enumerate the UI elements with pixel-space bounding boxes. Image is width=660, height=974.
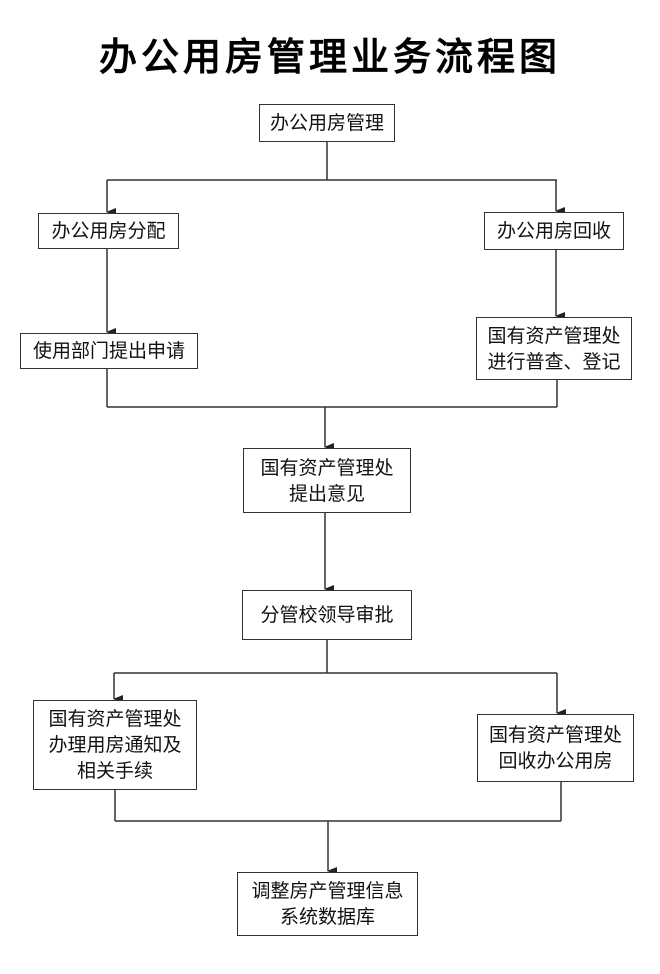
node-asset-notice: 国有资产管理处 办理用房通知及 相关手续 [33,700,197,790]
node-leader-approval: 分管校领导审批 [242,590,412,640]
diagram-title: 办公用房管理业务流程图 [98,34,561,79]
node-asset-survey: 国有资产管理处 进行普查、登记 [476,317,632,380]
node-asset-recover: 国有资产管理处 回收办公用房 [477,714,634,782]
node-root: 办公用房管理 [259,104,395,142]
node-recovery: 办公用房回收 [484,212,624,250]
node-dept-apply: 使用部门提出申请 [20,333,198,369]
node-update-db: 调整房产管理信息 系统数据库 [237,872,418,936]
node-allocation: 办公用房分配 [38,213,179,249]
node-asset-opinion: 国有资产管理处 提出意见 [243,448,411,513]
